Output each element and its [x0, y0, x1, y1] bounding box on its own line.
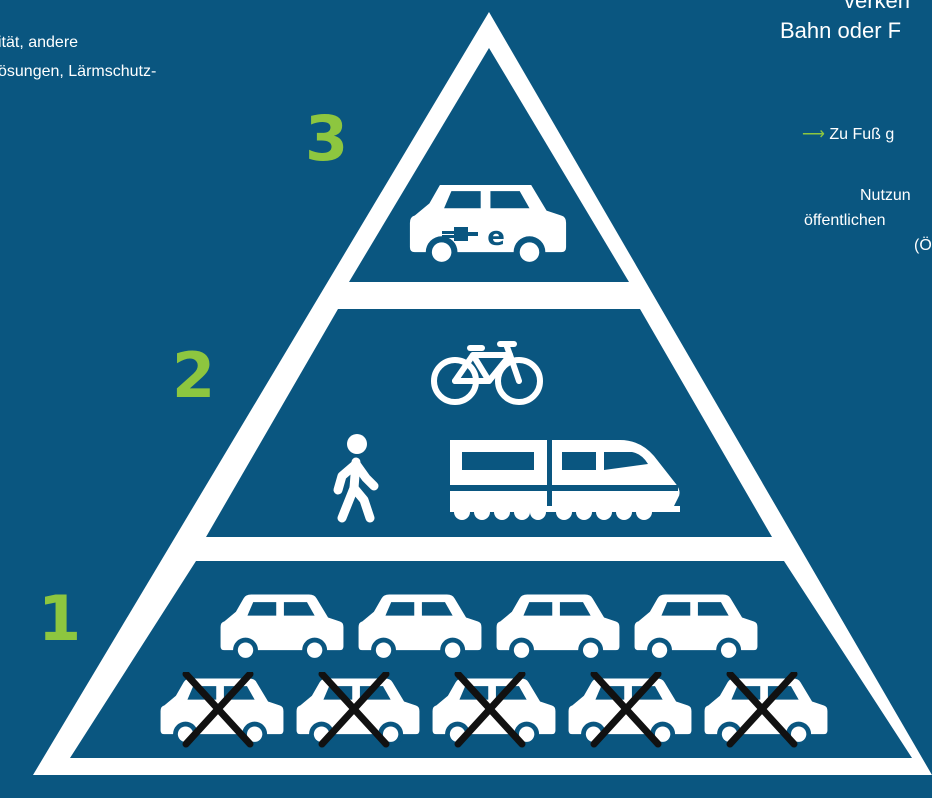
crossed-car-icon [568, 672, 692, 748]
crossed-car-icon [704, 672, 828, 748]
left-text-line-2: ösungen, Lärmschutz- [0, 63, 157, 80]
right-link[interactable]: ⟶ Zu Fuß g [802, 124, 894, 144]
level-3-number: 3 [305, 102, 349, 175]
train-icon [450, 440, 680, 520]
right-text-line-1: verkeh [844, 0, 911, 13]
car-icon [358, 594, 482, 658]
plug-icon [442, 227, 478, 241]
right-link-underlined-text: g [885, 126, 895, 143]
crossed-car-icon [296, 672, 420, 748]
electric-car-icon: e [409, 185, 567, 268]
right-text-line-2: Bahn oder F [780, 18, 902, 43]
right-link-text: Zu Fuß [829, 126, 886, 143]
arrow-right-icon: ⟶ [802, 126, 825, 143]
crossed-car-icon [160, 672, 284, 748]
level-1-number: 1 [38, 582, 82, 655]
ecar-badge: e [487, 222, 505, 252]
right-text-line-4: Nutzun [860, 187, 911, 204]
car-icon [496, 594, 620, 658]
pedestrian-icon [333, 434, 379, 523]
level-2-number: 2 [172, 339, 216, 412]
car-icon [634, 594, 758, 658]
car-icon [220, 594, 344, 658]
bicycle-icon [431, 341, 543, 405]
left-text-line-1: ität, andere [0, 34, 79, 51]
right-text-line-6: (Ö [914, 237, 932, 254]
crossed-car-icon [432, 672, 556, 748]
right-text-line-5: öffentlichen [804, 212, 886, 229]
